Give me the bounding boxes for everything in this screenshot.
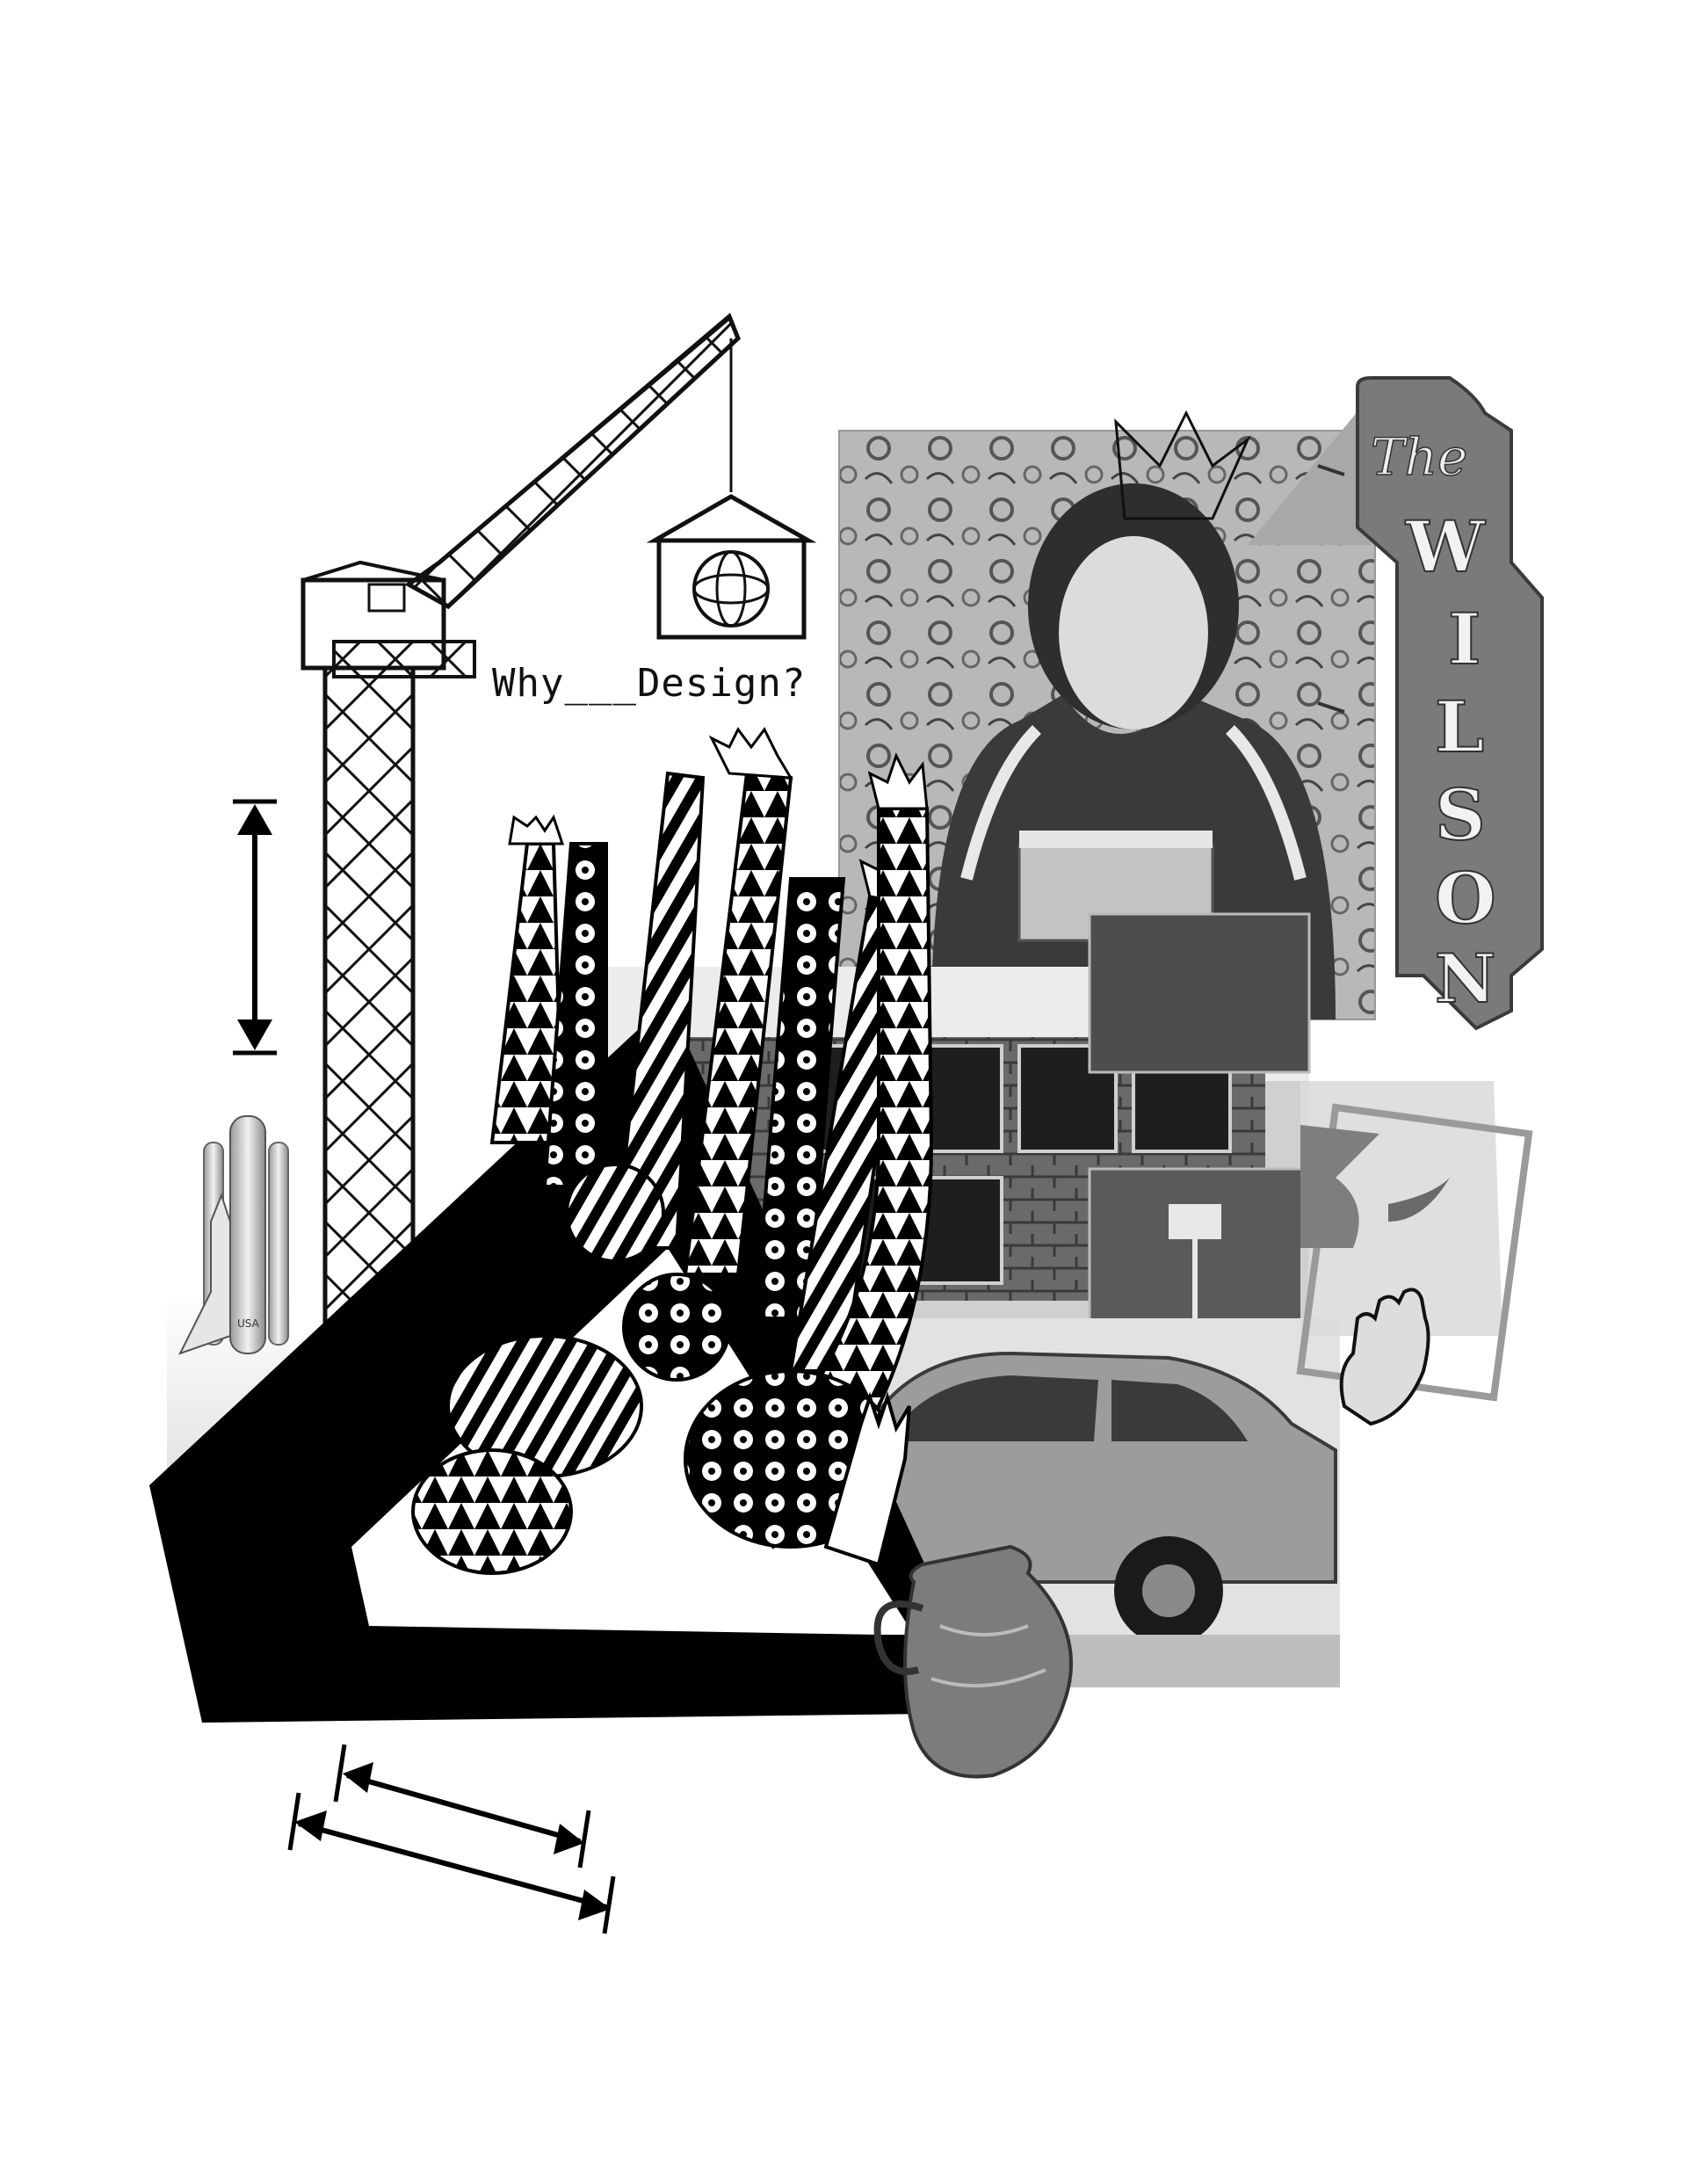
horizontal-dimension-arrows: [287, 1744, 616, 1934]
hanging-house: [646, 494, 817, 640]
shuttle-label: USA: [237, 1317, 260, 1330]
artwork-title: Why___Design?: [492, 661, 807, 706]
sign-letter-the: The: [1371, 427, 1467, 487]
crane-jib: [404, 312, 741, 610]
sign-letter-w: W: [1405, 505, 1486, 588]
gray-geometric-shapes: [1296, 1081, 1533, 1402]
sign-letter-i: I: [1448, 598, 1481, 680]
sign-letter-o: O: [1435, 857, 1496, 940]
sign-letter-l: L: [1435, 686, 1484, 768]
crane-illustration: [300, 312, 817, 1339]
hand-doodle-icon: [1339, 1288, 1430, 1426]
vertical-dimension-arrow: [233, 799, 277, 1056]
wilson-sign: The W I L S O N: [1317, 376, 1544, 1031]
crown-doodle-icon: [1114, 410, 1251, 520]
crane-tower: [322, 665, 416, 1339]
sign-letter-n: N: [1435, 940, 1495, 1018]
patterned-arms-illustration: [411, 727, 934, 1575]
pitcher-photo: [873, 1544, 1073, 1779]
sign-letter-s: S: [1435, 773, 1486, 856]
